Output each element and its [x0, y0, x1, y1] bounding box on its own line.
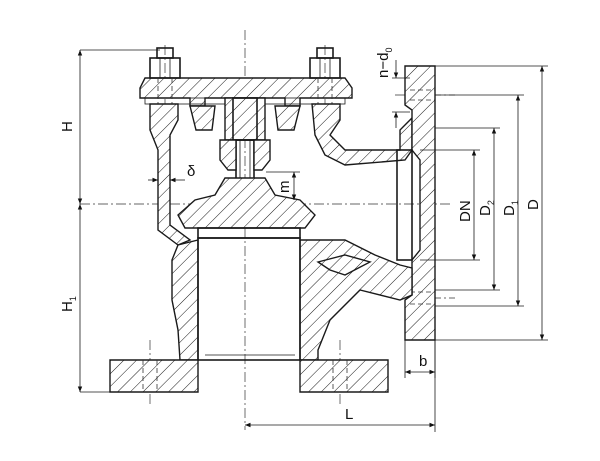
dim-H: H	[59, 49, 160, 204]
dim-L: L	[245, 340, 436, 432]
label-b: b	[419, 353, 427, 370]
dim-H1: H1	[59, 204, 110, 393]
bolt-head-right	[316, 47, 334, 59]
dim-D1: D1	[435, 94, 524, 307]
dim-D: D	[435, 65, 548, 341]
valve-stem	[219, 139, 271, 181]
dim-b: b	[404, 340, 436, 378]
label-D2-sub: 2	[486, 200, 496, 205]
label-D1: D1	[501, 200, 520, 216]
label-D2-main: D	[477, 205, 494, 216]
label-n-d0-main: n−d	[375, 53, 392, 78]
label-H: H	[59, 121, 76, 132]
dim-DN: DN	[420, 149, 480, 261]
inlet-bore	[197, 237, 301, 361]
label-D2: D2	[477, 200, 496, 216]
label-m: m	[276, 181, 293, 194]
bolt-head-left	[156, 47, 174, 59]
disc-seat-ring	[197, 227, 301, 239]
label-delta: δ	[187, 163, 195, 180]
valve-body-upper	[149, 103, 413, 246]
label-D: D	[525, 199, 542, 210]
dim-D2: D2	[435, 127, 500, 291]
label-D1-sub: 1	[510, 200, 520, 205]
label-H1-main: H	[59, 301, 76, 312]
label-n-d0-sub: 0	[384, 48, 394, 53]
dim-delta: δ	[148, 163, 195, 183]
label-H1-sub: 1	[68, 296, 78, 301]
valve-disc	[177, 177, 316, 239]
outlet-bore	[396, 149, 413, 261]
inlet-flange	[109, 359, 389, 393]
label-D1-main: D	[501, 205, 518, 216]
dim-m: m	[266, 171, 300, 200]
label-n-d0: n−d0	[375, 48, 394, 78]
label-DN: DN	[457, 200, 474, 222]
label-L: L	[345, 406, 353, 423]
cover-bolts	[149, 47, 341, 108]
dim-n-d0: n−d0	[375, 48, 410, 128]
label-H1: H1	[59, 296, 78, 312]
valve-body-lower	[171, 237, 413, 361]
